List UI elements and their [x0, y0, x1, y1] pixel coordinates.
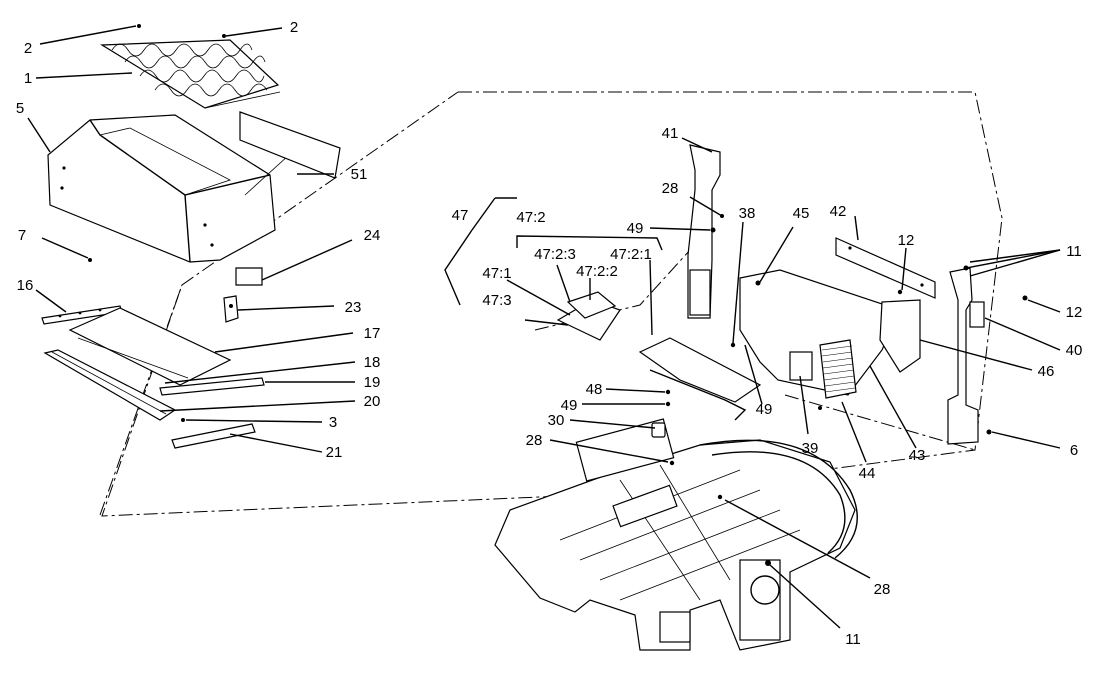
left-hopper-guide	[99, 284, 183, 516]
callout-3: 3	[329, 414, 337, 431]
callout-30: 30	[548, 412, 565, 429]
screw-part-28-low	[717, 494, 723, 500]
callout-44: 44	[859, 465, 876, 482]
plate-part-42	[835, 237, 936, 299]
callout-18: 18	[364, 354, 381, 371]
rail-part-17	[68, 307, 232, 386]
callout-47-2-3: 47:2:3	[534, 246, 576, 263]
callout-28-frame: 28	[526, 432, 543, 449]
screw-part-6	[986, 429, 992, 435]
callout-47: 47	[452, 207, 469, 224]
strip-part-21	[171, 423, 256, 449]
corrugated-shield-part-1	[99, 39, 281, 109]
callout-7: 7	[18, 227, 26, 244]
screw-part-3	[181, 418, 185, 422]
bracket-part-24	[235, 267, 263, 286]
callout-48: 48	[586, 381, 603, 398]
callout-6: 6	[1070, 442, 1078, 459]
upright-bracket-part-41	[687, 144, 721, 319]
screw-part-12-center	[897, 289, 903, 295]
screw-part-2-right	[222, 34, 226, 38]
screw-part-45	[755, 280, 761, 286]
upright-bracket-part-40	[947, 267, 985, 445]
screw-part-38	[730, 342, 736, 348]
screw-part-48	[665, 389, 671, 395]
frame-guide-line	[784, 394, 976, 451]
plate-part-51	[239, 111, 341, 179]
callout-23: 23	[345, 299, 362, 316]
callout-16: 16	[17, 277, 34, 294]
fastener-part-7	[88, 258, 92, 262]
callout-49-right: 49	[756, 401, 773, 418]
callout-11-top: 11	[1066, 243, 1082, 260]
knob-part-30	[651, 422, 666, 438]
hopper-housing-part-5	[47, 114, 301, 263]
callout-21: 21	[326, 444, 343, 461]
callout-42: 42	[830, 203, 847, 220]
nut-part-12-right	[1022, 295, 1028, 301]
strip-part-19	[159, 377, 265, 396]
callout-38: 38	[739, 205, 756, 222]
washer-part-49-mid	[665, 401, 671, 407]
callout-47-2: 47:2	[516, 209, 545, 226]
callout-45: 45	[793, 205, 810, 222]
washer-part-49-top	[710, 227, 716, 233]
callout-19: 19	[364, 374, 381, 391]
nut-part-11-frame	[765, 560, 771, 566]
callout-28-top: 28	[662, 180, 679, 197]
callout-24: 24	[364, 227, 381, 244]
screw-part-2-left	[137, 24, 141, 28]
screw-part-28-frame	[669, 460, 675, 466]
callout-46: 46	[1038, 363, 1055, 380]
callout-20: 20	[364, 393, 381, 410]
callout-2-right: 2	[290, 19, 298, 36]
callout-2-left: 2	[24, 40, 32, 57]
callout-11-frame: 11	[845, 631, 861, 648]
callout-47-3: 47:3	[482, 292, 511, 309]
callout-5: 5	[16, 100, 24, 117]
leader-lines	[27, 25, 1061, 629]
callout-17: 17	[364, 325, 381, 342]
callout-49-top: 49	[627, 220, 644, 237]
callout-28-low: 28	[874, 581, 891, 598]
screw-part-44	[818, 406, 822, 410]
callout-41: 41	[662, 125, 679, 142]
callout-1: 1	[24, 70, 32, 87]
callout-51: 51	[351, 166, 368, 183]
callout-49-mid: 49	[561, 397, 578, 414]
callout-47-1: 47:1	[482, 265, 511, 282]
callout-47-2-1: 47:2:1	[610, 246, 652, 263]
panel-part-43	[739, 269, 901, 399]
callout-43: 43	[909, 447, 926, 464]
callout-labels: 2 2 1 5 51 7 24 23 16 17 18 19 20 3 21 4…	[16, 19, 1083, 648]
frame-assembly	[494, 418, 858, 651]
seat-pan-part-47	[556, 291, 762, 421]
bracket-part-46	[879, 299, 921, 373]
latch-part-23	[223, 295, 239, 323]
callout-40: 40	[1066, 342, 1083, 359]
callout-47-2-2: 47:2:2	[576, 263, 618, 280]
callout-12-right: 12	[1066, 304, 1083, 321]
callout-12-center: 12	[898, 232, 915, 249]
callout-39: 39	[802, 440, 819, 457]
